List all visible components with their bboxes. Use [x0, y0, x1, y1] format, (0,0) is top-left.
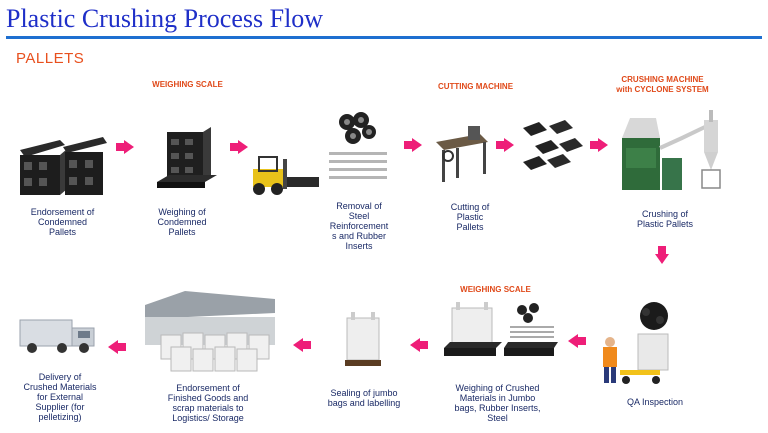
header-weighing-scale-top: WEIGHING SCALE [152, 80, 223, 89]
flow-arrow-right-icon [404, 138, 422, 152]
header-crushing-machine: CRUSHING MACHINE with CYCLONE SYSTEM [616, 75, 709, 94]
flow-arrow-right-icon [230, 140, 248, 154]
warehouse-storage-image [145, 291, 275, 372]
page-title: Plastic Crushing Process Flow [6, 4, 324, 33]
flow-arrow-down-icon [655, 246, 669, 264]
forklift-image [253, 156, 319, 195]
flow-arrow-right-icon [496, 138, 514, 152]
flow-arrow-left-icon [293, 338, 311, 352]
step-caption-qa-inspection: QA Inspection [626, 397, 684, 407]
sealed-jumbo-bag-image [345, 312, 381, 366]
condemned-pallets-image [20, 137, 107, 195]
header-cutting-machine: CUTTING MACHINE [437, 82, 514, 91]
delivery-truck-image [19, 319, 95, 353]
title-rule [6, 36, 762, 39]
flow-arrow-left-icon [108, 340, 126, 354]
flow-arrow-left-icon [410, 338, 428, 352]
pallets-on-scale-image [157, 127, 217, 188]
cut-plastic-pieces-image [523, 120, 583, 170]
rubber-inserts-steel-image [329, 112, 387, 179]
cutting-machine-image [436, 126, 488, 182]
flow-arrow-right-icon [116, 140, 134, 154]
section-label: PALLETS [16, 50, 85, 67]
flow-arrow-left-icon [568, 334, 586, 348]
qa-inspection-image [603, 302, 669, 384]
jumbo-bags-on-scale-image [444, 302, 558, 356]
header-weighing-scale-bottom: WEIGHING SCALE [460, 285, 531, 294]
crushing-machine-image [622, 110, 721, 190]
flow-arrow-right-icon [590, 138, 608, 152]
